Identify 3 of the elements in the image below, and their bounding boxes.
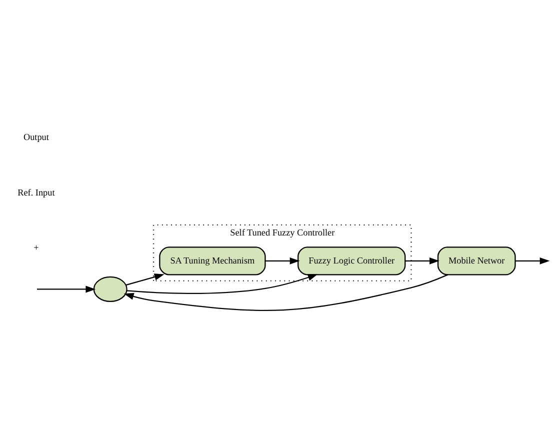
label: Output [23,132,49,142]
label: + [34,242,39,252]
label: Ref. Input [18,187,55,198]
